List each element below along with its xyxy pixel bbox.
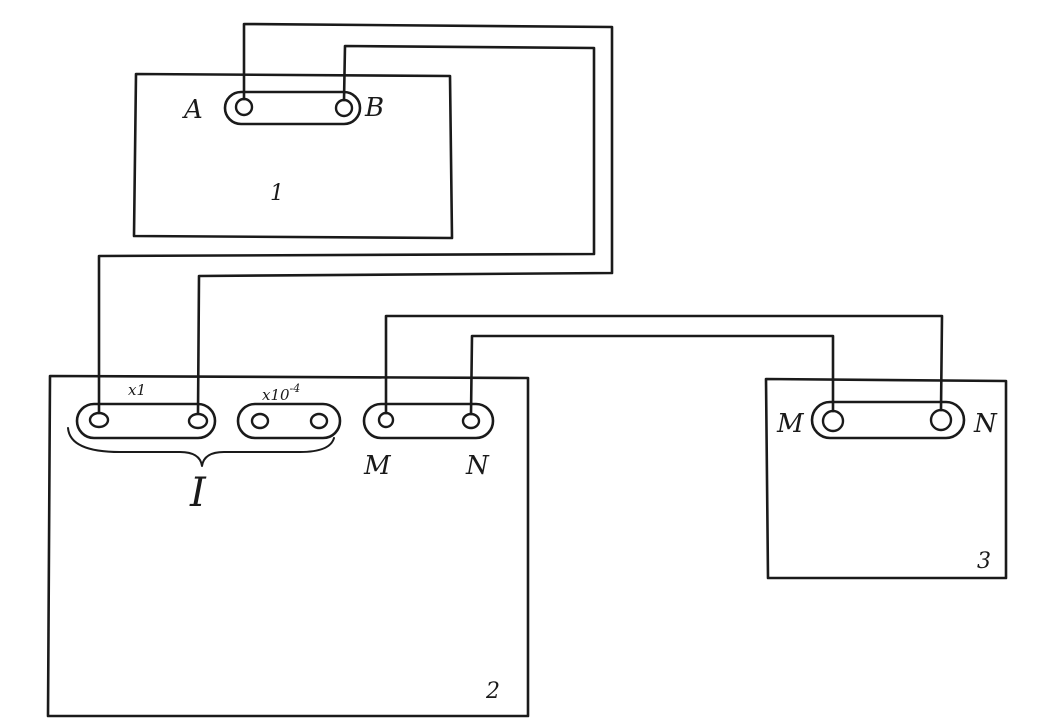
wire-m2-to-n3: [384, 314, 944, 415]
device-3-terminal-n-label: N: [973, 409, 998, 439]
terminal-a-socket: [234, 97, 254, 117]
device-3-terminal-m-label: M: [776, 409, 805, 439]
device-1: A B 1: [132, 72, 454, 240]
range-x10-4-terminal-strip: [236, 402, 342, 440]
wire-n2-to-m3: [469, 334, 835, 416]
range-x1-socket-left: [88, 411, 110, 429]
range-x1-label: x1: [128, 381, 146, 399]
device-3: M N 3: [764, 377, 1008, 580]
current-symbol-label: I: [189, 470, 207, 516]
device-2-terminal-n-socket: [461, 412, 481, 430]
wires: [97, 22, 944, 416]
range-x10-4-label: x10-4: [262, 382, 300, 404]
device-1-box: [132, 72, 454, 240]
device-2: x1 x10-4 I M N 2: [46, 374, 530, 718]
device-2-mn-terminal-strip: [362, 402, 495, 440]
device-2-box: [46, 374, 530, 718]
terminal-b-socket: [334, 98, 354, 118]
range-x1-socket-right: [187, 412, 209, 430]
device-2-terminal-m-socket: [377, 411, 395, 429]
range-x10-4-socket-right: [309, 412, 329, 430]
device-2-terminal-n-label: N: [465, 451, 490, 481]
terminal-b-label: B: [364, 93, 384, 123]
device-1-number: 1: [270, 181, 284, 206]
device-3-terminal-n-socket: [929, 408, 953, 432]
wire-b-to-x1-left: [97, 44, 596, 415]
range-x10-4-socket-left: [250, 412, 270, 430]
device-3-terminal-m-socket: [821, 409, 845, 433]
device-3-mn-terminal-strip: [810, 400, 966, 440]
range-x1-terminal-strip: [75, 402, 217, 440]
terminal-a-label: A: [182, 95, 203, 125]
device-3-box: [764, 377, 1008, 580]
wire-a-to-x1-right: [196, 22, 614, 415]
device-1-terminal-strip: [223, 90, 362, 126]
current-ranges-brace: [67, 427, 335, 467]
device-2-number: 2: [485, 679, 500, 704]
device-2-terminal-m-label: M: [363, 451, 392, 481]
device-3-number: 3: [977, 549, 991, 574]
